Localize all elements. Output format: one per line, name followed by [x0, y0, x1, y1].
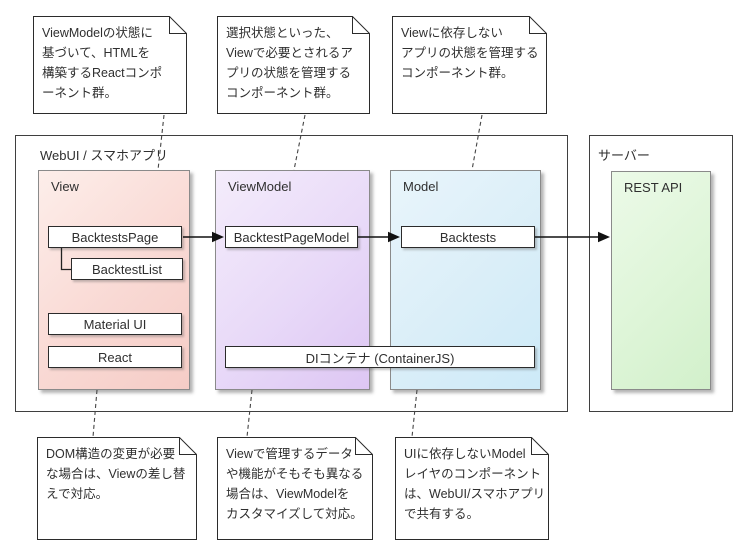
note-text: UIに依存しないModel レイヤのコンポーネント は、WebUI/スマホアプリ… — [404, 447, 546, 521]
note-view-description: ViewModelの状態に 基づいて、HTMLを 構築するReactコンポ ーネ… — [33, 16, 187, 114]
note-text: Viewで管理するデータ や機能がそもそも異なる 場合は、ViewModelを … — [226, 447, 364, 521]
component-di-container: DIコンテナ (ContainerJS) — [225, 346, 535, 368]
layer-rest-api: REST API — [611, 171, 711, 390]
component-backtest-page-model: BacktestPageModel — [225, 226, 358, 248]
note-text: 選択状態といった、 Viewで必要とされるア プリの状態を管理する コンポーネン… — [226, 26, 353, 100]
component-material-ui: Material UI — [48, 313, 182, 335]
layer-viewmodel-label: ViewModel — [228, 179, 292, 194]
note-text: Viewに依存しない アプリの状態を管理する コンポーネント群。 — [401, 26, 539, 80]
note-model-description: Viewに依存しない アプリの状態を管理する コンポーネント群。 — [392, 16, 547, 114]
note-shape — [395, 437, 549, 540]
layer-model-label: Model — [403, 179, 439, 194]
layer-view-label: View — [51, 179, 79, 194]
component-backtests-page: BacktestsPage — [48, 226, 182, 248]
client-container-label: WebUI / スマホアプリ — [40, 148, 168, 163]
component-react: React — [48, 346, 182, 368]
layer-rest-api-label: REST API — [624, 180, 683, 195]
note-shape — [37, 437, 197, 540]
component-backtests: Backtests — [401, 226, 535, 248]
note-shape — [392, 16, 547, 114]
note-viewmodel-customize: Viewで管理するデータ や機能がそもそも異なる 場合は、ViewModelを … — [217, 437, 373, 540]
note-shape — [217, 16, 370, 114]
note-dom-change: DOM構造の変更が必要 な場合は、Viewの差し替 えで対応。 — [37, 437, 197, 540]
server-container-label: サーバー — [598, 148, 650, 163]
note-text: ViewModelの状態に 基づいて、HTMLを 構築するReactコンポ ーネ… — [42, 26, 163, 100]
note-model-share: UIに依存しないModel レイヤのコンポーネント は、WebUI/スマホアプリ… — [395, 437, 549, 540]
note-shape — [217, 437, 373, 540]
note-viewmodel-description: 選択状態といった、 Viewで必要とされるア プリの状態を管理する コンポーネン… — [217, 16, 370, 114]
note-text: DOM構造の変更が必要 な場合は、Viewの差し替 えで対応。 — [46, 447, 186, 501]
component-backtest-list: BacktestList — [71, 258, 183, 280]
note-shape — [33, 16, 187, 114]
